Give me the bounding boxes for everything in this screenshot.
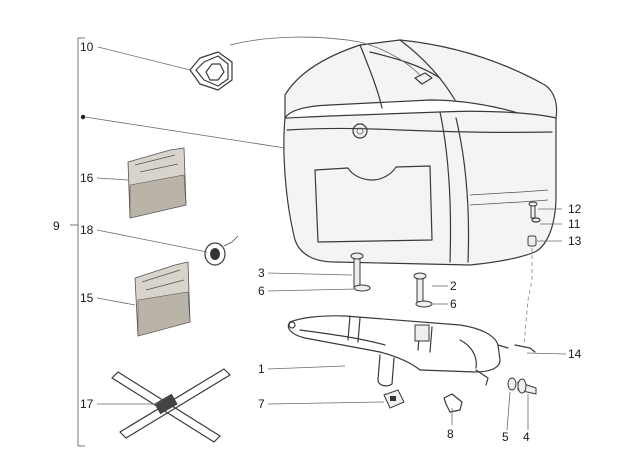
callout-10: 10 [80, 40, 94, 54]
callout-6-left: 6 [258, 284, 265, 298]
sealing-bag-15 [134, 261, 191, 337]
top-case [283, 39, 558, 266]
callout-2: 2 [450, 279, 457, 293]
adhesive-strips-17 [111, 368, 231, 443]
screw-4 [507, 377, 537, 395]
callout-12: 12 [568, 202, 582, 216]
group-bracket-9 [70, 37, 86, 447]
bolt-3 [350, 252, 371, 292]
callout-15: 15 [80, 291, 94, 305]
callout-16: 16 [80, 171, 94, 185]
callout-11: 11 [568, 217, 581, 231]
callout-14: 14 [568, 347, 582, 361]
leader-lines [84, 46, 567, 431]
callout-5: 5 [502, 430, 509, 444]
callout-18: 18 [80, 223, 94, 237]
callout-17: 17 [80, 397, 94, 411]
callout-4: 4 [523, 430, 530, 444]
callout-7: 7 [258, 397, 265, 411]
callout-13: 13 [568, 234, 582, 248]
hook-14 [514, 344, 536, 353]
logo-badge [189, 36, 421, 91]
nut-clip-7 [383, 389, 405, 409]
spring-clip-8 [443, 393, 463, 413]
callout-8: 8 [447, 427, 454, 441]
callout-labels: 10 16 9 18 15 17 3 6 1 7 2 6 8 5 4 12 11… [53, 40, 582, 444]
callout-6-right: 6 [450, 297, 457, 311]
mounting-rack [287, 315, 509, 387]
callout-3: 3 [258, 266, 265, 280]
callout-1: 1 [258, 362, 265, 376]
plug-11 [531, 217, 541, 223]
callout-9: 9 [53, 219, 60, 233]
lock-cylinder-18 [204, 235, 239, 266]
reflector-plug-13 [527, 235, 537, 247]
screw-12 [528, 201, 538, 219]
sealing-bag-16 [127, 147, 187, 219]
assembly-line-13-14 [523, 248, 533, 346]
bolt-2 [413, 272, 433, 308]
